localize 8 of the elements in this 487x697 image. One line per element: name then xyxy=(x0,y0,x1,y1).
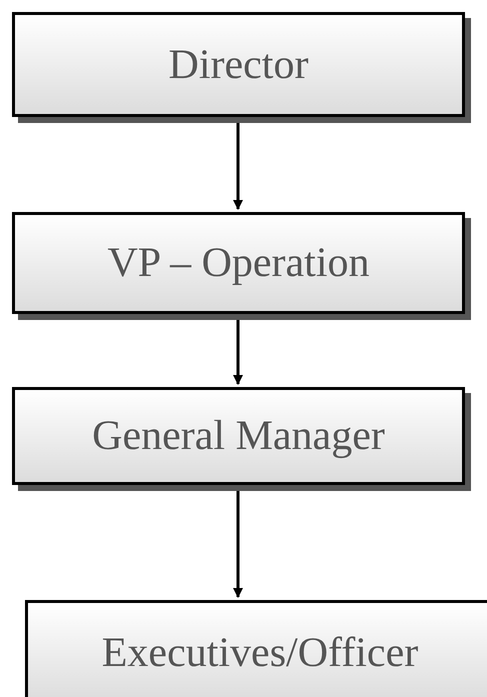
arrow xyxy=(233,491,243,598)
arrow xyxy=(233,123,243,210)
process-box xyxy=(25,600,487,697)
box-label: General Manager xyxy=(92,412,385,460)
box-label: Director xyxy=(168,40,308,88)
arrow xyxy=(233,320,243,385)
box-label: Executives/Officer xyxy=(102,628,418,676)
box-label: VP – Operation xyxy=(107,239,370,287)
